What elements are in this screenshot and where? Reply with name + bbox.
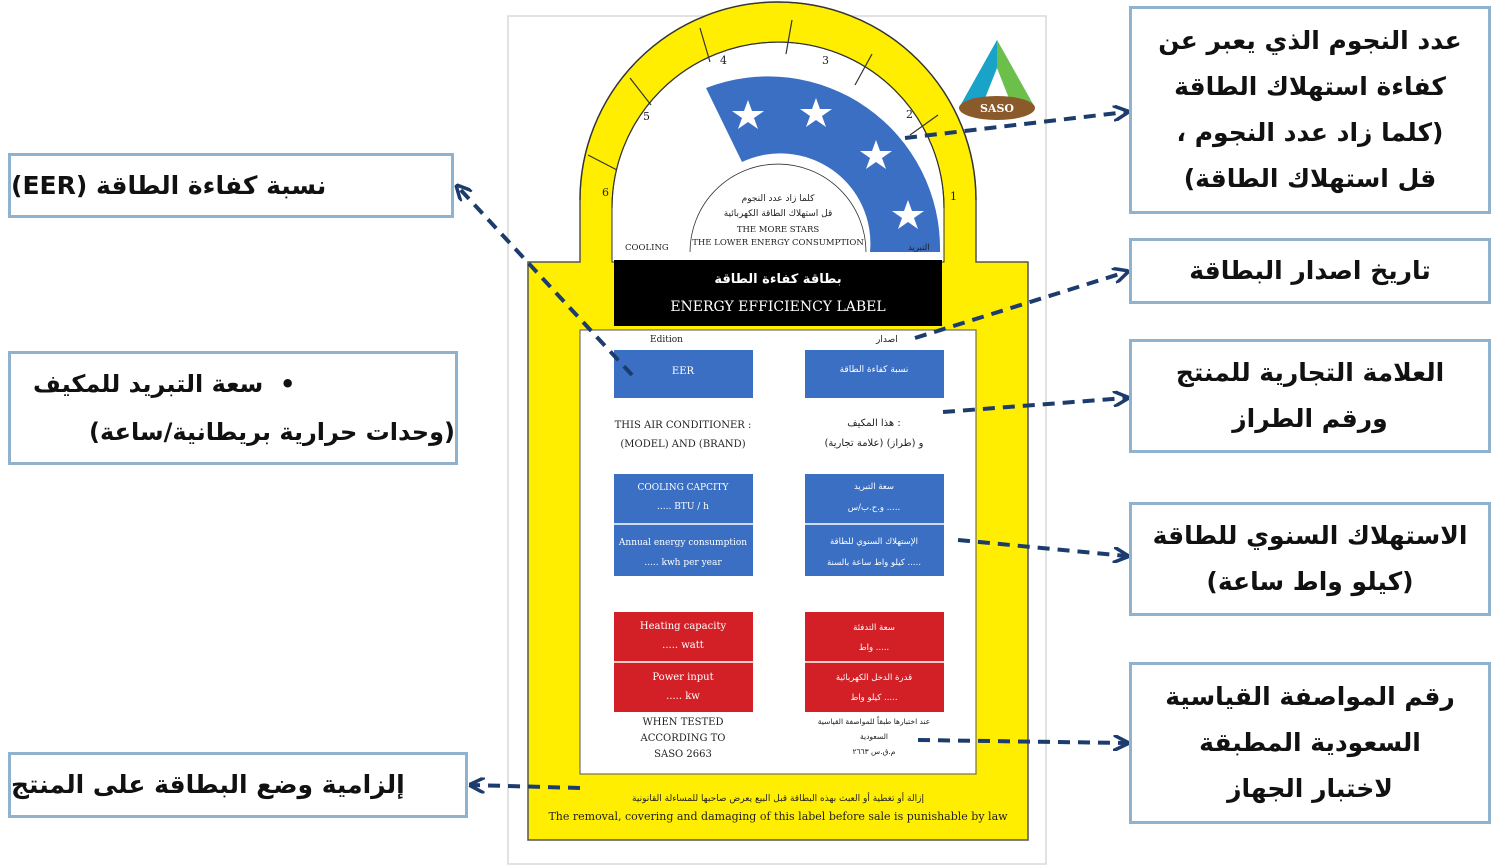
- cooling-capacity-ar-1: سعة التبريد: [854, 482, 894, 492]
- cooling-capacity-box-en: [614, 474, 753, 576]
- scale-number-2: 2: [906, 108, 913, 121]
- footer-ar: إزالة أو تغطية أو العبث بهذه البطاقة قبل…: [632, 792, 924, 804]
- title-band: [614, 260, 942, 326]
- callout-standard-line-3: لاختبار الجهاز: [1227, 774, 1393, 803]
- footer-en: The removal, covering and damaging of th…: [548, 810, 1008, 823]
- annual-energy-ar-2: كيلو واط ساعة بالسنة .....: [827, 558, 921, 568]
- callout-cooling: • سعة التبريد للمكيف (وحدات حرارية بريطا…: [8, 351, 458, 465]
- arrow-brand: [942, 398, 1126, 414]
- callout-mandatory: إلزامية وضع البطاقة على المنتج: [8, 752, 468, 818]
- stars-text-en-1: THE MORE STARS: [737, 225, 820, 235]
- model-ar-1: هذا المكيف :: [847, 418, 901, 429]
- arrow-stars: [904, 112, 1126, 140]
- power-ar-1: قدرة الدخل الكهربائية: [836, 673, 912, 683]
- star-icon: [800, 98, 832, 127]
- scale-band-inner: [611, 41, 945, 209]
- tested-ar-1: عند اختبارها طبقاً للمواصفة القياسية: [818, 715, 930, 726]
- scale-segment-lines: [587, 19, 939, 171]
- cooling-capacity-en-2: ..... BTU / h: [657, 502, 709, 512]
- model-en-2: (MODEL) AND (BRAND): [620, 439, 745, 450]
- arrow-eer: [458, 187, 634, 377]
- power-ar-2: كيلو واط .....: [850, 693, 897, 703]
- callout-standard: رقم المواصفة القياسية السعودية المطبقة ل…: [1129, 662, 1491, 824]
- callout-stars-line-4: قل استهلاك الطاقة): [1183, 164, 1437, 193]
- star-icons: [732, 98, 924, 229]
- cooling-capacity-ar-2: و.ح.ب/س .....: [848, 503, 900, 513]
- tested-en-2: ACCORDING TO: [639, 733, 725, 744]
- tested-en-3: SASO 2663: [654, 749, 712, 760]
- scale-band-outline: [579, 1, 977, 201]
- annual-energy-en-2: ..... kwh per year: [644, 558, 722, 568]
- saso-logo-text: SASO: [980, 102, 1014, 115]
- arrow-standard: [917, 740, 1126, 743]
- cooling-label-en: COOLING: [625, 243, 669, 253]
- scale-number-3: 3: [822, 54, 829, 67]
- stars-text-ar-1: كلما زاد عدد النجوم: [742, 194, 815, 204]
- callout-annual: الاستهلاك السنوي للطاقة (كيلو واط ساعة): [1129, 502, 1491, 616]
- arrow-annual: [957, 538, 1126, 556]
- callout-brand: العلامة التجارية للمنتج ورقم الطراز: [1129, 339, 1491, 453]
- stars-text-en-2: THE LOWER ENERGY CONSUMPTION: [692, 238, 864, 248]
- scale-number-6: 6: [602, 186, 609, 199]
- callout-brand-line-1: العلامة التجارية للمنتج: [1175, 358, 1445, 387]
- callout-standard-line-2: السعودية المطبقة: [1199, 728, 1421, 757]
- cooling-capacity-en-1: COOLING CAPCITY: [638, 483, 730, 493]
- eer-box-en: [614, 350, 753, 398]
- bullet-icon: •: [263, 370, 296, 398]
- callout-eer: نسبة كفاءة الطاقة (EER): [8, 153, 454, 218]
- cooling-capacity-box-ar: [805, 474, 944, 576]
- arrow-issue-date: [914, 272, 1126, 340]
- star-icon: [892, 200, 924, 229]
- annual-energy-ar-1: الإستهلاك السنوي للطاقة: [830, 537, 918, 547]
- heating-en-2: ..... watt: [662, 640, 704, 651]
- model-ar-2: (علامة تجارية) و (طراز): [825, 438, 924, 449]
- callout-stars-line-3: (كلما زاد عدد النجوم ،: [1176, 118, 1444, 147]
- callout-mandatory-line-1: إلزامية وضع البطاقة على المنتج: [11, 770, 405, 799]
- heating-ar-1: سعة التدفئة: [853, 623, 895, 633]
- callout-cooling-line-2: (وحدات حرارية بريطانية/ساعة): [89, 418, 455, 446]
- callout-brand-line-2: ورقم الطراز: [1232, 404, 1388, 433]
- callout-stars-line-2: كفاءة استهلاك الطاقة: [1174, 72, 1446, 101]
- star-icon: [860, 140, 892, 169]
- callout-annual-line-2: (كيلو واط ساعة): [1206, 567, 1414, 596]
- edition-ar: اصدار: [875, 335, 898, 345]
- scale-number-1: 1: [950, 190, 957, 203]
- callout-eer-line-1: نسبة كفاءة الطاقة (EER): [11, 170, 327, 200]
- power-en-1: Power input: [652, 672, 713, 683]
- star-icon: [732, 100, 764, 129]
- tested-en-1: WHEN TESTED: [642, 717, 723, 728]
- callout-cooling-line-1: • سعة التبريد للمكيف: [33, 370, 296, 398]
- stars-text-ar-2: قل استهلاك الطاقة الكهربائية: [724, 209, 833, 219]
- eer-en: EER: [672, 366, 695, 377]
- power-en-2: ..... kw: [666, 691, 700, 702]
- callout-stars-line-1: عدد النجوم الذي يعبر عن: [1158, 26, 1462, 55]
- callout-annual-line-1: الاستهلاك السنوي للطاقة: [1152, 521, 1468, 550]
- callout-stars: عدد النجوم الذي يعبر عن كفاءة استهلاك ال…: [1129, 6, 1491, 214]
- scale-number-5: 5: [643, 110, 650, 123]
- callout-arrows: [458, 112, 1126, 788]
- saso-logo: SASO: [959, 40, 1035, 120]
- annual-energy-en-1: Annual energy consumption: [618, 538, 747, 548]
- tested-ar-3: م.ق.س ٢٦٦٣: [853, 747, 896, 756]
- model-en-1: THIS AIR CONDITIONER :: [615, 420, 752, 431]
- label-title-ar: بطاقة كفاءة الطاقة: [714, 272, 841, 287]
- callout-issue-date: تاريخ اصدار البطاقة: [1129, 238, 1491, 304]
- scale-number-4: 4: [720, 54, 727, 67]
- eer-box-ar: [805, 350, 944, 398]
- arrow-mandatory: [472, 785, 581, 788]
- star-sector: [706, 76, 941, 252]
- label-title-en: ENERGY EFFICIENCY LABEL: [670, 299, 885, 315]
- heating-en-1: Heating capacity: [640, 621, 727, 632]
- edition-en: Edition: [650, 335, 683, 345]
- callout-standard-line-1: رقم المواصفة القياسية: [1165, 682, 1455, 711]
- callout-issue-date-line-1: تاريخ اصدار البطاقة: [1189, 256, 1431, 285]
- scale-numbers: 6 5 4 3 2 1: [602, 54, 957, 203]
- heating-ar-2: واط .....: [859, 643, 890, 653]
- cooling-label-ar: التبريد: [908, 243, 930, 253]
- tested-ar-2: السعودية: [860, 732, 888, 741]
- eer-ar: نسبة كفاءة الطاقة: [840, 365, 909, 375]
